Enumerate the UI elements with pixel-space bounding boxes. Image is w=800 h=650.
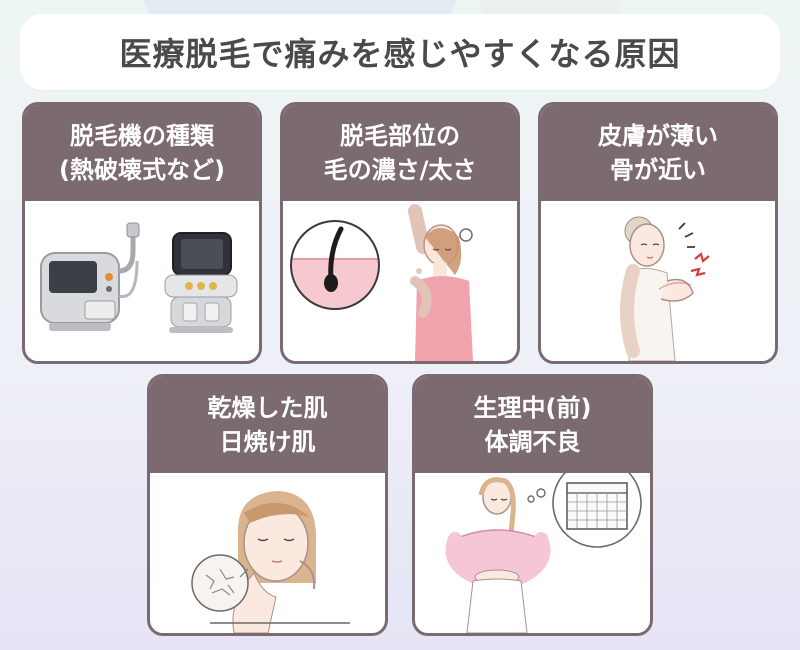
title-banner: 医療脱毛で痛みを感じやすくなる原因	[20, 14, 780, 90]
woman-cramps-icon	[445, 477, 551, 633]
card-header: 脱毛部位の 毛の濃さ/太さ	[283, 105, 517, 201]
card-header: 生理中(前) 体調不良	[415, 377, 650, 473]
woman-dry-skin-illustration	[191, 491, 350, 633]
card-header: 皮膚が薄い 骨が近い	[541, 105, 775, 201]
card-title-line2: 体調不良	[484, 428, 581, 456]
woman-calendar-illustration	[445, 473, 642, 633]
card-title-line1: 脱毛機の種類	[70, 122, 214, 150]
card-title-line1: 生理中(前)	[473, 394, 592, 422]
card-machine-type: 脱毛機の種類 (熱破壊式など)	[22, 102, 262, 364]
laser-machine-icon	[40, 222, 140, 331]
card-illustration	[541, 201, 775, 361]
card-thin-skin: 皮膚が薄い 骨が近い	[538, 102, 778, 364]
card-hair-thickness: 脱毛部位の 毛の濃さ/太さ	[280, 102, 520, 364]
card-header: 脱毛機の種類 (熱破壊式など)	[25, 105, 259, 201]
woman-armpit-icon	[408, 204, 473, 361]
card-illustration	[283, 201, 517, 361]
hair-follicle-icon	[290, 220, 380, 310]
laser-machine-icon	[164, 232, 238, 333]
card-header: 乾燥した肌 日焼け肌	[150, 377, 385, 473]
card-menstruation: 生理中(前) 体調不良	[412, 374, 653, 636]
card-illustration	[415, 473, 650, 633]
woman-arm-pain-illustration	[620, 216, 710, 361]
card-title-line2: 毛の濃さ/太さ	[323, 156, 477, 184]
page-title: 医療脱毛で痛みを感じやすくなる原因	[119, 35, 681, 73]
hair-follicle-illustration	[290, 204, 473, 361]
calendar-icon	[566, 482, 628, 530]
card-title-line1: 皮膚が薄い	[598, 122, 718, 150]
card-title-line1: 乾燥した肌	[207, 394, 328, 422]
woman-dry-skin-icon	[191, 491, 350, 633]
card-title-line2: (熱破壊式など)	[59, 156, 225, 184]
card-illustration	[25, 201, 259, 361]
laser-machines-illustration	[40, 222, 238, 333]
woman-pain-icon	[620, 216, 710, 361]
card-title-line1: 脱毛部位の	[340, 122, 460, 150]
card-title-line2: 骨が近い	[610, 156, 706, 184]
card-illustration	[150, 473, 385, 633]
card-title-line2: 日焼け肌	[219, 428, 316, 456]
card-dry-skin: 乾燥した肌 日焼け肌	[147, 374, 388, 636]
